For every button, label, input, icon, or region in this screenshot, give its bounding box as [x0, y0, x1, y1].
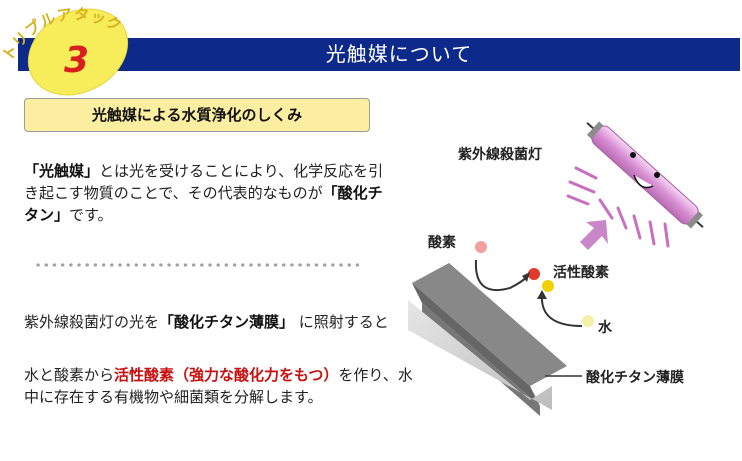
irradiation-part2: に照射すると	[294, 313, 389, 331]
film-label: 酸化チタン薄膜	[586, 370, 684, 386]
water-molecule-icon	[582, 315, 594, 327]
definition-end: です。	[69, 206, 113, 224]
irradiation-part1: 紫外線殺菌灯の光を	[24, 313, 160, 331]
triple-attack-badge: トリプルアタック 3	[0, 5, 129, 96]
active-oxygen-label: 活性酸素	[553, 265, 609, 281]
term-photocatalyst: 「光触媒」	[24, 162, 100, 180]
active-oxygen-yellow-icon	[542, 280, 554, 292]
irradiation-text: 紫外線殺菌灯の光を「酸化チタン薄膜」 に照射すると	[24, 311, 404, 333]
diagram-svg	[408, 121, 704, 416]
titanium-oxide-film	[408, 263, 567, 416]
term-titanium-film: 「酸化チタン薄膜」	[159, 313, 295, 331]
badge-ellipse	[27, 8, 129, 96]
decomposition-part2: を作り、水中に存在する有機物や細菌類を分解します。	[24, 366, 413, 406]
oxygen-reaction-arrow	[474, 259, 529, 292]
page-title: 光触媒について	[325, 42, 473, 66]
term-active-oxygen: 活性酸素（強力な酸化力をもつ）	[114, 366, 339, 384]
uv-lamp	[586, 121, 704, 229]
uv-rays	[566, 166, 670, 248]
water-reaction-arrow	[540, 294, 583, 327]
decomposition-part1: 水と酸素から	[24, 366, 115, 384]
oxygen-molecule-icon	[475, 241, 487, 253]
lamp-face-icon	[630, 152, 660, 189]
lamp-label: 紫外線殺菌灯	[458, 147, 542, 163]
decomposition-text: 水と酸素から活性酸素（強力な酸化力をもつ）を作り、水中に存在する有機物や細菌類を…	[24, 364, 414, 408]
active-oxygen-red-icon	[528, 268, 540, 280]
section-subtitle: 光触媒による水質浄化のしくみ	[24, 98, 370, 132]
header-bar: 光触媒について	[18, 38, 740, 71]
oxygen-label: 酸素	[428, 235, 456, 251]
definition-text: とは光を受けることにより、化学反応を引き起こす物質のことで、その代表的なものが	[24, 162, 384, 202]
photocatalyst-diagram: 紫外線殺菌灯 酸素 活性酸素 水 酸化チタン薄膜	[400, 100, 740, 430]
photocatalyst-definition: 「光触媒」とは光を受けることにより、化学反応を引き起こす物質のことで、その代表的…	[24, 160, 392, 226]
term-titanium-oxide: 「酸化チタン」	[24, 184, 383, 224]
badge-number: 3	[64, 40, 89, 81]
dotted-divider	[34, 263, 360, 267]
water-label: 水	[598, 320, 612, 336]
light-direction-arrow	[580, 220, 608, 250]
